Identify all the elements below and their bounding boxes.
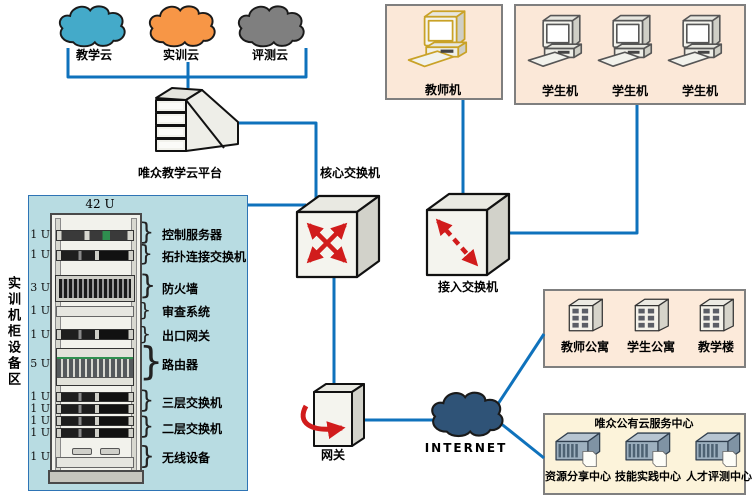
testing-cloud-icon xyxy=(231,2,309,50)
student-apartment-label: 学生公寓 xyxy=(626,340,675,354)
rack-unit-exit-gateway xyxy=(56,329,134,340)
brace: } xyxy=(139,270,157,301)
skill-practice-center-icon xyxy=(621,429,673,469)
access-switch-label: 接入交换机 xyxy=(437,280,498,294)
access-switch-icon xyxy=(425,192,511,277)
brace: } xyxy=(139,218,155,246)
rack-device-label-exit-gateway: 出口网关 xyxy=(162,329,211,343)
rack-u-label: 1 U xyxy=(30,390,50,403)
access-switch-arrow xyxy=(435,218,479,267)
rack-capacity-label: 42 U xyxy=(85,197,115,211)
rack-device-label-audit-system: 审查系统 xyxy=(162,305,211,319)
brace: } xyxy=(139,299,152,321)
core-switch-label: 核心交换机 xyxy=(319,166,380,180)
rack-u-label: 1 U xyxy=(30,450,50,463)
cloud-platform-label: 唯众教学云平台 xyxy=(137,166,222,180)
rack-unit-firewall xyxy=(56,276,134,301)
brace: } xyxy=(139,386,155,414)
rack-u-label: 1 U xyxy=(30,328,50,341)
internet-cloud-icon xyxy=(424,388,508,440)
skill-practice-center-label: 技能实践中心 xyxy=(615,470,681,483)
rack-device-label-layer2-switch: 二层交换机 xyxy=(162,422,223,436)
rack-device-label-layer3-switch: 三层交换机 xyxy=(162,396,223,410)
training-cloud-label: 实训云 xyxy=(162,48,199,62)
teaching-building-icon xyxy=(694,296,738,334)
resource-sharing-center-label: 资源分享中心 xyxy=(545,470,611,483)
rack-unit-topology-switch xyxy=(56,250,134,261)
rack-wireless-tray xyxy=(72,448,92,455)
student-pc-icon xyxy=(527,12,593,72)
rack-unit-router xyxy=(56,348,134,386)
rack-u-label: 5 U xyxy=(30,357,50,370)
talent-evaluation-center-label: 人才评测中心 xyxy=(686,470,752,483)
talent-evaluation-center-icon xyxy=(691,429,743,469)
rack-base xyxy=(48,470,144,484)
resource-sharing-center-icon xyxy=(551,429,603,469)
gateway-icon xyxy=(300,383,365,447)
rack-unit-layer3-switch xyxy=(56,404,134,414)
rack-unit-control-server xyxy=(56,230,134,241)
rack-area-label: 实训机柜设备区 xyxy=(5,276,20,388)
rack-u-label: 1 U xyxy=(30,402,50,415)
public-cloud-title: 唯众公有云服务中心 xyxy=(594,417,694,430)
training-cloud-icon xyxy=(142,2,220,50)
rack-device-label-firewall: 防火墙 xyxy=(162,282,199,296)
brace: } xyxy=(139,242,153,267)
rack-u-label: 1 U xyxy=(30,304,50,317)
rack-device-label-router: 路由器 xyxy=(162,358,199,372)
rack-unit-layer2-switch xyxy=(56,428,134,438)
rack-unit-layer3-switch xyxy=(56,392,134,402)
brace: } xyxy=(139,441,155,470)
teacher-pc-label: 教师机 xyxy=(424,83,461,97)
testing-cloud-label: 评测云 xyxy=(251,48,288,62)
rack-u-label: 1 U xyxy=(30,414,50,427)
student-pc-label: 学生机 xyxy=(541,84,578,98)
teacher-apartment-icon xyxy=(563,296,607,334)
student-pc-label: 学生机 xyxy=(681,84,718,98)
student-apartment-icon xyxy=(629,296,673,334)
core-switch-icon xyxy=(295,194,381,279)
student-pc-icon xyxy=(597,12,663,72)
rack-device-label-control-server: 控制服务器 xyxy=(162,228,223,242)
cloud-platform-server-icon xyxy=(155,87,239,152)
gateway-label: 网关 xyxy=(320,448,345,462)
rack-unit-layer2-switch xyxy=(56,416,134,426)
rack-unit-wireless xyxy=(56,457,134,468)
student-pc-icon xyxy=(667,12,733,72)
teacher-apartment-label: 教师公寓 xyxy=(560,340,609,354)
rack-u-label: 1 U xyxy=(30,228,50,241)
rack-wireless-tray xyxy=(100,448,120,455)
rack-u-label: 1 U xyxy=(30,248,50,261)
rack-u-label: 1 U xyxy=(30,426,50,439)
brace: } xyxy=(139,412,155,440)
teaching-cloud-label: 教学云 xyxy=(75,48,112,62)
student-pc-label: 学生机 xyxy=(611,84,648,98)
core-switch-arrow xyxy=(306,222,348,264)
rack-device-label-topology-switch: 拓扑连接交换机 xyxy=(162,250,247,264)
rack-device-label-wireless: 无线设备 xyxy=(162,451,211,465)
teaching-cloud-icon xyxy=(52,2,130,50)
brace: } xyxy=(139,339,164,383)
teacher-pc-icon xyxy=(407,8,479,72)
internet-label: INTERNET xyxy=(424,441,508,455)
rack-unit-audit-system xyxy=(56,306,134,317)
brace: } xyxy=(139,323,152,345)
teaching-building-label: 教学楼 xyxy=(697,340,734,354)
rack-u-label: 3 U xyxy=(30,281,50,294)
gateway-arrow xyxy=(300,404,346,440)
